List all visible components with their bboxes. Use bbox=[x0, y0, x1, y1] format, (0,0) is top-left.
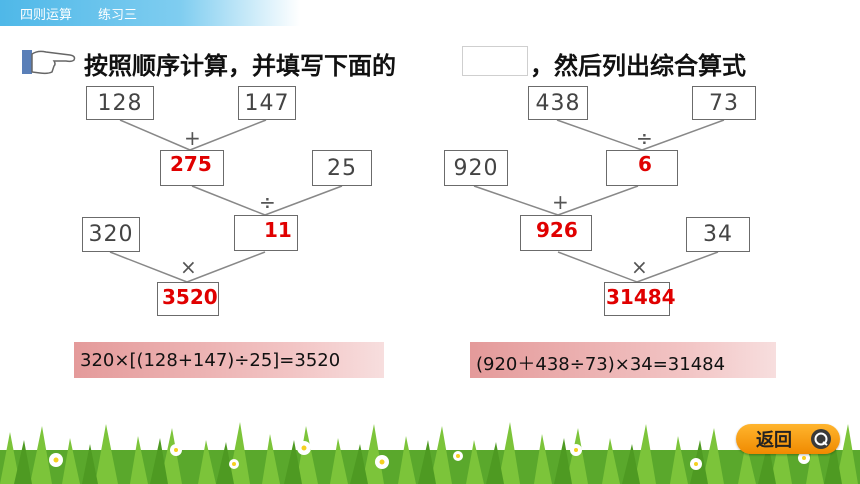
instruction-text-1: 按照顺序计算，并填写下面的 bbox=[84, 52, 396, 80]
back-button[interactable]: 返回 bbox=[736, 424, 840, 454]
left-op-divide: ÷ bbox=[259, 190, 276, 214]
left-number-128: 128 bbox=[86, 86, 154, 120]
right-formula-band bbox=[470, 342, 776, 378]
grass-decoration bbox=[0, 422, 860, 484]
left-result-box-1 bbox=[160, 150, 224, 186]
right-result-31484: 31484 bbox=[606, 285, 676, 309]
instruction-text-2: ，然后列出综合算式 bbox=[530, 52, 746, 80]
right-result-926: 926 bbox=[536, 218, 578, 242]
left-result-275: 275 bbox=[170, 152, 212, 176]
right-number-73: 73 bbox=[692, 86, 756, 120]
blank-box bbox=[462, 46, 528, 76]
left-result-3520: 3520 bbox=[162, 285, 218, 309]
right-op-divide: ÷ bbox=[636, 126, 653, 150]
right-result-box-2 bbox=[520, 215, 592, 251]
right-result-box-1 bbox=[606, 150, 678, 186]
left-result-box-2 bbox=[234, 215, 298, 251]
right-op-times: × bbox=[631, 255, 648, 279]
header-lesson: 练习三 bbox=[98, 8, 138, 23]
header-section: 四则运算 bbox=[20, 8, 73, 23]
header-bar: 四则运算 练习三 bbox=[0, 0, 300, 26]
right-result-6: 6 bbox=[638, 152, 652, 176]
left-formula: 320×[(128+147)÷25]=3520 bbox=[80, 350, 341, 371]
right-number-920: 920 bbox=[444, 150, 508, 186]
left-number-320: 320 bbox=[82, 217, 140, 252]
right-number-438: 438 bbox=[528, 86, 588, 120]
return-icon bbox=[811, 429, 831, 449]
left-result-box-3 bbox=[157, 282, 219, 316]
right-formula: (920＋438÷73)×34=31484 bbox=[476, 354, 726, 375]
right-op-plus: + bbox=[552, 190, 569, 214]
left-result-11: 11 bbox=[264, 218, 292, 242]
back-button-label: 返回 bbox=[756, 430, 792, 451]
right-result-box-3 bbox=[604, 282, 670, 316]
right-number-34: 34 bbox=[686, 217, 750, 252]
left-formula-band bbox=[74, 342, 384, 378]
left-number-25: 25 bbox=[312, 150, 372, 186]
left-op-plus: + bbox=[184, 126, 201, 150]
left-op-times: × bbox=[180, 255, 197, 279]
left-number-147: 147 bbox=[238, 86, 296, 120]
pointing-hand-icon bbox=[22, 50, 76, 75]
